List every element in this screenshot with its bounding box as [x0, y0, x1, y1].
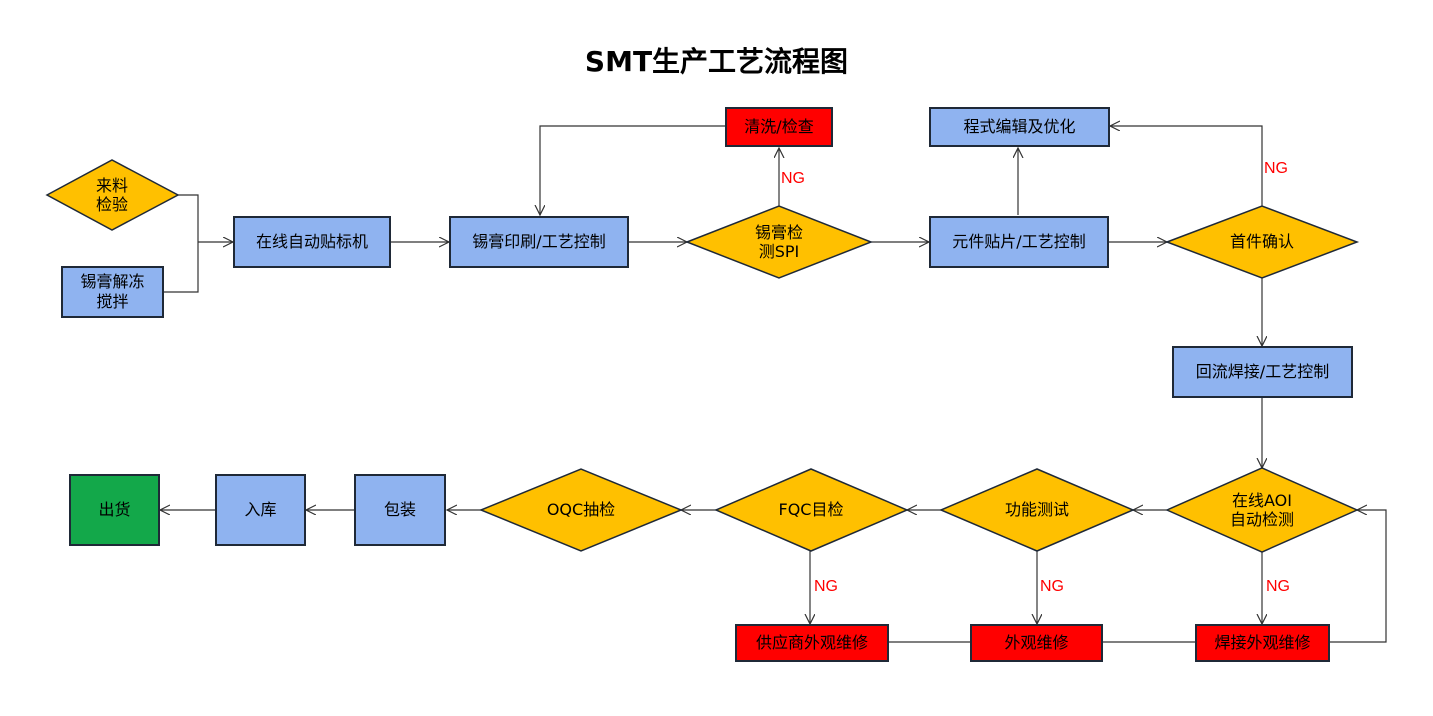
node-reflow: 回流焊接/工艺控制 — [1172, 346, 1353, 398]
ng-label-aoi: NG — [1266, 578, 1290, 595]
node-labeler: 在线自动贴标机 — [233, 216, 391, 268]
page-title: SMT生产工艺流程图 — [584, 45, 849, 78]
ng-label-fqc: NG — [814, 578, 838, 595]
diamond-fqc — [714, 468, 909, 552]
arrow-weldrepair-aoi — [1330, 510, 1387, 643]
arrow-clean-print — [540, 125, 725, 215]
ng-label-spi: NG — [781, 170, 805, 187]
node-ship: 出货 — [69, 474, 160, 546]
ng-label-func-test: NG — [1040, 578, 1064, 595]
node-program: 程式编辑及优化 — [929, 107, 1110, 147]
diamond-oqc — [479, 468, 683, 552]
label-aoi: 在线AOI 自动检测 — [1229, 490, 1294, 529]
label-first-check: 首件确认 — [1229, 232, 1294, 252]
label-oqc: OQC抽检 — [546, 500, 616, 520]
label-incoming: 来料 检验 — [95, 175, 128, 214]
diamond-incoming — [45, 159, 180, 231]
label-fqc: FQC目检 — [778, 500, 844, 520]
connector-inputs-merge — [164, 194, 199, 293]
node-store: 入库 — [215, 474, 306, 546]
diamond-func-test — [939, 468, 1135, 552]
label-spi: 锡膏检 测SPI — [754, 222, 803, 261]
node-weld-repair: 焊接外观维修 — [1195, 624, 1330, 662]
diamond-first-check — [1164, 205, 1360, 279]
ng-label-first-check: NG — [1264, 160, 1288, 177]
arrow-firstcheck-program — [1110, 126, 1263, 214]
diamond-aoi — [1165, 467, 1359, 553]
node-thaw: 锡膏解冻 搅拌 — [61, 266, 164, 318]
node-visual-repair: 外观维修 — [970, 624, 1103, 662]
node-placement: 元件贴片/工艺控制 — [929, 216, 1109, 268]
node-supplier-repair: 供应商外观维修 — [735, 624, 889, 662]
node-pack: 包装 — [354, 474, 446, 546]
diamond-spi — [684, 205, 874, 279]
label-func-test: 功能测试 — [1004, 500, 1069, 520]
node-clean: 清洗/检查 — [725, 107, 833, 147]
node-print: 锡膏印刷/工艺控制 — [449, 216, 629, 268]
